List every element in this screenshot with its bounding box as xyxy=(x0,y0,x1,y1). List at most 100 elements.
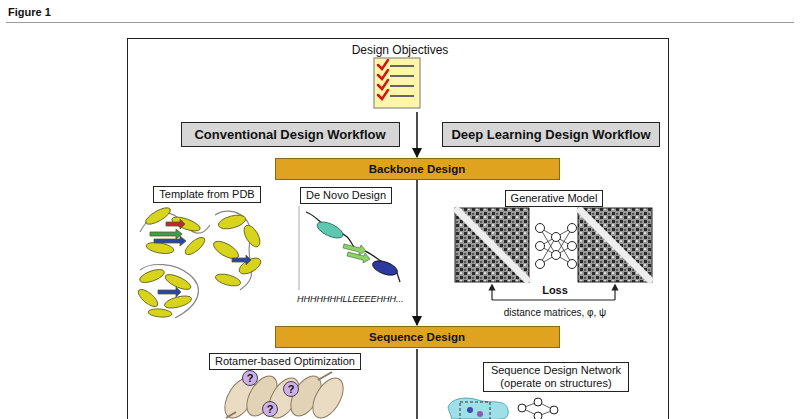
strand xyxy=(158,287,181,297)
residue xyxy=(477,411,483,417)
node-text: Deep Learning Design Workflow xyxy=(451,127,650,142)
neuron xyxy=(568,260,577,269)
list-line xyxy=(390,65,414,67)
figure-panel xyxy=(128,39,669,419)
template-proteins xyxy=(136,205,264,318)
flow-arrow xyxy=(416,112,418,157)
checklist-lines xyxy=(390,66,414,96)
list-line xyxy=(390,75,414,77)
note-paper xyxy=(374,58,420,108)
method-label-box: Rotamer-based Optimization xyxy=(209,353,361,370)
feature-note: distance matrices, φ, ψ xyxy=(504,307,607,319)
neuron xyxy=(552,251,561,260)
neuron xyxy=(534,398,542,406)
stage-band: Sequence Design xyxy=(275,326,560,348)
neuron xyxy=(534,412,542,419)
node-text: De Novo Design xyxy=(306,189,386,202)
figure-title: Figure 1 xyxy=(8,6,51,19)
question-marker: ? xyxy=(262,401,278,417)
matrix-diagonal xyxy=(455,208,529,282)
workflow-header: Deep Learning Design Workflow xyxy=(442,122,659,147)
strand xyxy=(232,255,251,265)
neuron xyxy=(518,404,526,412)
flow-line xyxy=(416,349,418,419)
question-marker: ? xyxy=(283,381,299,397)
loss-label: Loss xyxy=(540,284,570,297)
structure-blob xyxy=(448,398,508,419)
local-window xyxy=(460,402,490,419)
node-text: Generative Model xyxy=(511,192,598,205)
generative-model-figure xyxy=(455,208,652,300)
method-label-box: Template from PDB xyxy=(153,186,260,203)
method-label-box: Generative Model xyxy=(505,190,604,207)
de-novo-backbone xyxy=(299,206,400,290)
method-label-box: Sequence Design Network (operate on stru… xyxy=(483,362,629,392)
helix xyxy=(315,219,345,242)
node-text: Design Objectives xyxy=(345,42,455,57)
node-text: Conventional Design Workflow xyxy=(190,127,391,142)
helix xyxy=(148,308,173,318)
distance-matrix xyxy=(455,208,529,282)
strand xyxy=(166,219,185,229)
coil xyxy=(306,212,400,282)
loss-arrow xyxy=(614,287,615,300)
strand xyxy=(347,252,370,263)
loss-arrow xyxy=(491,287,492,300)
helix-turn xyxy=(307,373,350,419)
helix xyxy=(138,267,166,285)
neuron xyxy=(536,242,545,251)
flow-arrow xyxy=(416,180,418,325)
checkmark xyxy=(378,70,388,79)
sequence-axis xyxy=(299,206,300,290)
neuron xyxy=(568,242,577,251)
helix xyxy=(241,223,263,250)
loss-bracket xyxy=(492,299,615,300)
neuron xyxy=(568,224,577,233)
strand xyxy=(150,229,182,239)
neuron xyxy=(552,233,561,242)
network-neurons xyxy=(518,398,558,419)
node-text: Rotamer-based Optimization xyxy=(215,355,355,368)
network-neurons xyxy=(536,224,577,269)
secondary-structure-string: HHHHHHHLLEEEEHHH... xyxy=(297,294,404,305)
helix xyxy=(214,272,242,288)
list-line xyxy=(390,85,414,87)
node-text: Backbone Design xyxy=(284,162,551,176)
matrix-diagonal xyxy=(578,208,652,282)
node-text: Sequence Design Network (operate on stru… xyxy=(488,364,624,390)
stage-band: Backbone Design xyxy=(275,158,560,180)
residue xyxy=(467,407,473,413)
neuron xyxy=(536,260,545,269)
checkmark xyxy=(378,80,388,89)
helix xyxy=(183,234,208,257)
list-line xyxy=(390,95,414,97)
node-text: Sequence Design xyxy=(284,330,551,344)
distance-matrix xyxy=(578,208,652,282)
neuron xyxy=(536,224,545,233)
method-label-box: De Novo Design xyxy=(300,187,392,204)
side-chain xyxy=(226,412,236,418)
checklist-icon xyxy=(374,58,420,108)
node-text: Template from PDB xyxy=(159,188,254,201)
workflow-header: Conventional Design Workflow xyxy=(181,122,400,147)
rotamer-helix xyxy=(219,371,350,419)
helix xyxy=(163,294,193,311)
checkmarks xyxy=(378,60,388,99)
objectives-icon: Design Objectives xyxy=(345,42,455,112)
strand xyxy=(154,236,186,246)
checkmark xyxy=(378,60,388,69)
side-chain xyxy=(318,372,332,380)
neuron xyxy=(550,406,558,414)
helix xyxy=(217,213,247,232)
checkmark xyxy=(378,90,388,99)
helix xyxy=(136,286,161,309)
header-rule xyxy=(6,22,794,23)
question-marker: ? xyxy=(242,370,258,386)
helix xyxy=(371,258,400,278)
sequence-network-figure xyxy=(448,398,558,419)
